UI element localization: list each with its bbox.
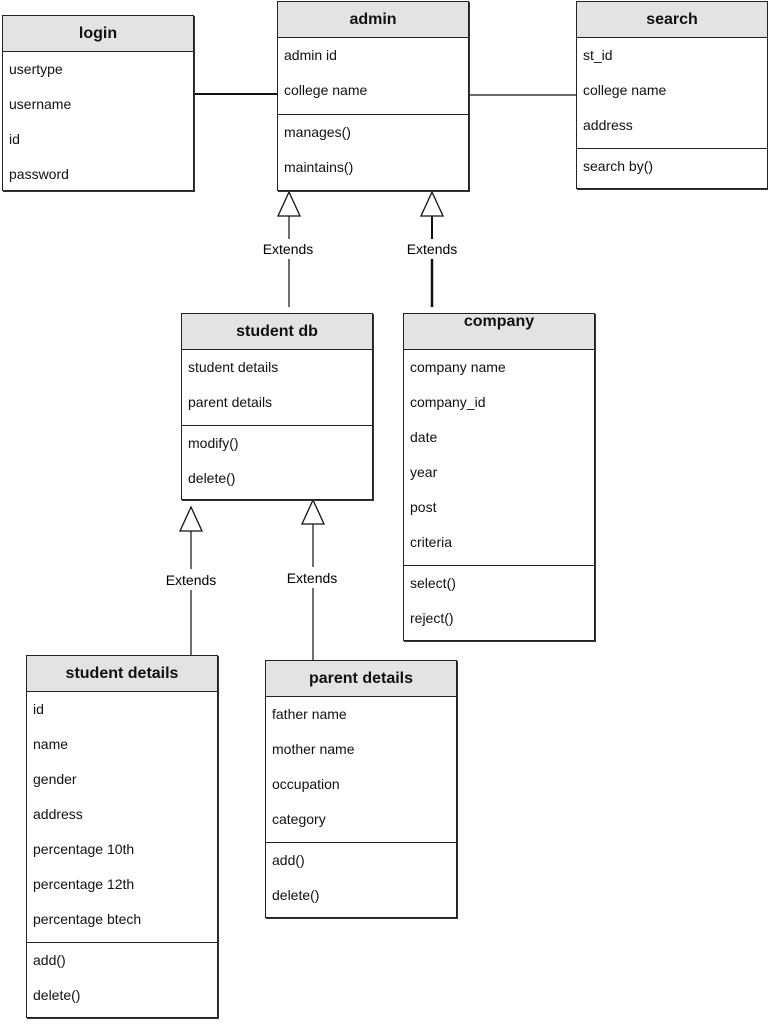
attribute: usertype (9, 61, 63, 77)
attribute: company name (410, 359, 506, 375)
class-login: login usertype username id password (2, 15, 194, 191)
attribute: post (410, 499, 437, 515)
attribute: name (33, 736, 69, 752)
class-methods: search by() (577, 148, 767, 188)
class-title: login (3, 16, 193, 52)
attribute: percentage 10th (33, 841, 135, 857)
class-attributes: father name mother name occupation categ… (266, 697, 456, 842)
class-title: student details (27, 656, 217, 692)
method: add() (272, 852, 305, 868)
extends-label-company-admin: Extends (407, 241, 458, 257)
class-title: admin (278, 2, 468, 38)
class-methods: select() reject() (404, 565, 594, 639)
class-title: search (577, 2, 767, 38)
attribute: percentage btech (33, 911, 142, 927)
class-parent-details: parent details father name mother name o… (265, 660, 457, 918)
class-title: student db (182, 314, 372, 350)
attribute: address (33, 806, 83, 822)
attribute: id (33, 701, 44, 717)
attribute: college name (284, 82, 368, 98)
class-methods: modify() delete() (182, 425, 372, 498)
class-student-db: student db student details parent detail… (181, 313, 373, 500)
attribute: mother name (272, 741, 355, 757)
class-admin: admin admin id college name manages() ma… (277, 1, 469, 191)
attribute: occupation (272, 776, 340, 792)
attribute: parent details (188, 394, 273, 410)
inheritance-arrow-studentdb-left (178, 505, 204, 532)
extends-label-parentdetails-studentdb: Extends (287, 570, 338, 586)
class-title: parent details (266, 661, 456, 697)
method: delete() (33, 987, 81, 1003)
class-attributes: st_id college name address (577, 38, 767, 148)
method: maintains() (284, 159, 354, 175)
class-attributes: usertype username id password (3, 52, 193, 190)
attribute: st_id (583, 47, 613, 63)
method: manages() (284, 124, 351, 140)
class-company: company company name company_id date yea… (403, 313, 595, 641)
class-title: company (404, 314, 594, 350)
class-attributes: admin id college name (278, 38, 468, 114)
attribute: student details (188, 359, 279, 375)
extends-label-studentdb-admin: Extends (263, 241, 314, 257)
attribute: date (410, 429, 438, 445)
method: select() (410, 575, 456, 591)
attribute: admin id (284, 47, 337, 63)
attribute: category (272, 811, 326, 827)
attribute: college name (583, 82, 667, 98)
attribute: father name (272, 706, 347, 722)
class-student-details: student details id name gender address p… (26, 655, 218, 1018)
class-attributes: company name company_id date year post c… (404, 350, 594, 565)
attribute: gender (33, 771, 77, 787)
attribute: password (9, 166, 69, 182)
inheritance-arrow-studentdb-right (300, 498, 326, 525)
inheritance-arrow-admin-right (419, 190, 445, 217)
attribute: year (410, 464, 438, 480)
method: modify() (188, 435, 239, 451)
method: delete() (272, 887, 320, 903)
attribute: address (583, 117, 633, 133)
class-search: search st_id college name address search… (576, 1, 768, 189)
attribute: username (9, 96, 72, 112)
method: reject() (410, 610, 454, 626)
inheritance-arrow-admin-left (276, 190, 302, 217)
class-methods: manages() maintains() (278, 114, 468, 189)
method: search by() (583, 158, 654, 174)
attribute: id (9, 131, 20, 147)
class-attributes: student details parent details (182, 350, 372, 425)
attribute: criteria (410, 534, 453, 550)
attribute: percentage 12th (33, 876, 135, 892)
method: add() (33, 952, 66, 968)
method: delete() (188, 470, 236, 486)
class-methods: add() delete() (266, 842, 456, 916)
extends-label-studentdetails-studentdb: Extends (166, 572, 217, 588)
class-attributes: id name gender address percentage 10th p… (27, 692, 217, 942)
class-methods: add() delete() (27, 942, 217, 1016)
attribute: company_id (410, 394, 486, 410)
